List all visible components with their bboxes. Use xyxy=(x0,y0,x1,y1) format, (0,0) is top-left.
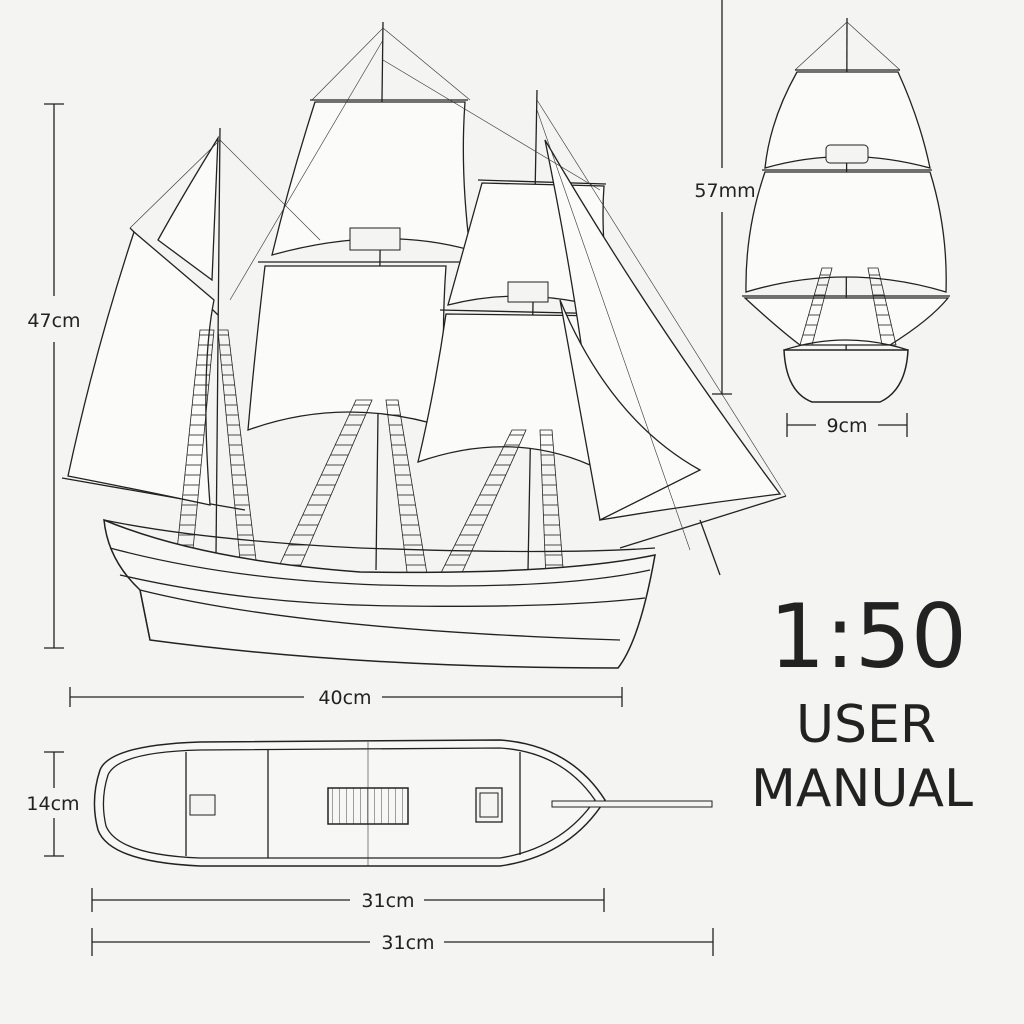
cargo-hatch xyxy=(327,787,409,825)
front-height-label: 57mm xyxy=(694,180,755,202)
bowsprit xyxy=(619,495,787,549)
dimension-lines xyxy=(44,0,908,956)
side-view-ship xyxy=(61,21,787,669)
rigging xyxy=(129,27,787,551)
title-line-user: USER xyxy=(796,695,936,755)
main-course-sail xyxy=(247,265,449,431)
top-bowsprit xyxy=(551,800,713,808)
top-hull-length-label: 31cm xyxy=(361,890,414,912)
front-hull xyxy=(783,349,909,403)
scale-label: 1:50 xyxy=(769,585,967,688)
side-hull xyxy=(103,518,656,669)
side-length-label: 40cm xyxy=(318,687,371,709)
front-view-ship xyxy=(742,17,950,403)
side-height-label: 47cm xyxy=(27,310,80,332)
front-lower-sail xyxy=(745,171,947,293)
front-width-label: 9cm xyxy=(826,415,867,437)
top-width-label: 14cm xyxy=(26,793,79,815)
aft-mast xyxy=(215,127,221,556)
top-overall-length-label: 31cm xyxy=(381,932,434,954)
title-line-manual: MANUAL xyxy=(751,759,973,819)
top-view-hull xyxy=(93,739,713,867)
